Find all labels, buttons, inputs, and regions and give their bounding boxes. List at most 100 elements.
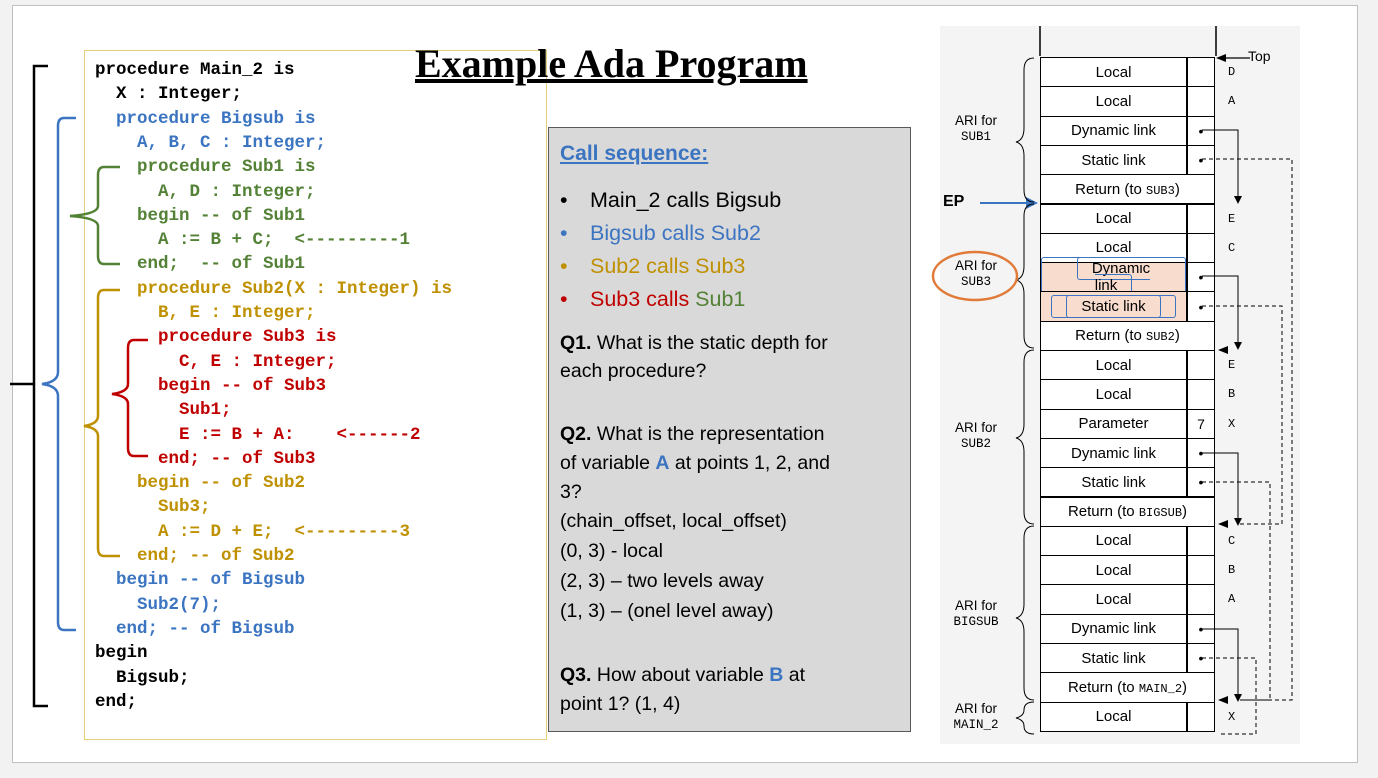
stack-cell-label: Local [1095, 210, 1132, 228]
stack-cell: Return (to BIGSUB) [1040, 496, 1215, 527]
stack-variable-label: A [1228, 592, 1236, 607]
stack-variable-label: D [1228, 65, 1236, 79]
stack-cell-value: • [1187, 262, 1215, 293]
stack-cell-label: Local [1095, 561, 1132, 579]
stack-cell-label: Local [1095, 385, 1132, 403]
stack-cell: Local [1040, 203, 1187, 234]
code-line: end; -- of Sub3 [95, 448, 316, 469]
stack-cell-label: Dynamic link [1070, 620, 1157, 638]
stack-variable-label: B [1228, 387, 1236, 402]
q2-line-2: of variable A at points 1, 2, and [560, 452, 830, 474]
code-line: end; -- of Bigsub [95, 618, 295, 639]
code-line: Bigsub; [95, 667, 190, 688]
stack-cell: Local [1040, 701, 1187, 732]
stack-cell: Static link [1040, 291, 1187, 322]
code-line: A, D : Integer; [95, 181, 316, 202]
stack-cell: Static link [1040, 144, 1187, 176]
stack-cell-value: • [1187, 643, 1215, 674]
code-line: E := B + A: <------2 [95, 424, 421, 445]
stack-cell-value [1187, 57, 1215, 88]
stack-variable-label: E [1228, 211, 1236, 226]
stack-cell: Parameter [1040, 408, 1187, 439]
stack-cell-label: Static link [1081, 649, 1146, 667]
stack-cell-label: Return (to MAIN_2) [1067, 678, 1188, 696]
stack-cell-label: Return (to SUB3) [1075, 180, 1180, 198]
code-line: begin -- of Sub1 [95, 205, 306, 226]
stack-cell-value: • [1187, 115, 1215, 146]
stack-cell-value [1187, 555, 1215, 586]
code-line: A := D + E; <---------3 [95, 521, 411, 542]
stack-cell-label: Local [1095, 63, 1132, 81]
q1-line-1: Q1. What is the static depth for [560, 332, 828, 354]
q3-line-1: Q3. How about variable B at [560, 664, 805, 686]
stack-cell: Static link [1040, 467, 1187, 498]
code-line: procedure Sub2(X : Integer) is [95, 278, 453, 299]
code-line: procedure Bigsub is [95, 108, 316, 129]
stack-cell-value [1187, 203, 1215, 234]
q3-line-2: point 1? (1, 4) [560, 693, 681, 715]
code-line: A := B + C; <---------1 [95, 230, 411, 251]
q1-line-2: each procedure? [560, 360, 707, 382]
q2-line-4: (chain_offset, local_offset) [560, 510, 787, 532]
stack-variable-label: X [1228, 416, 1236, 431]
stack-cell-label: Local [1095, 92, 1132, 110]
stack-cell-value [1187, 350, 1215, 381]
stack-cell-value [1187, 701, 1215, 732]
stack-cell-value: • [1187, 291, 1215, 322]
q2-line-6: (2, 3) – two levels away [560, 570, 764, 592]
stack-cell: Static link [1040, 643, 1187, 674]
stack-cell: Dynamic link [1040, 437, 1187, 469]
stack-cell-value [1187, 232, 1215, 264]
stack-cell: Return (to SUB2) [1040, 320, 1215, 351]
code-panel [84, 50, 547, 740]
stack-cell-value: • [1187, 437, 1215, 469]
stack-cell-value: • [1187, 144, 1215, 176]
stack-cell-label: Local [1095, 591, 1132, 609]
stack-variable-label: A [1228, 94, 1236, 109]
call-item-4: •Sub3 calls Sub1 [560, 287, 746, 311]
q2-line-3: 3? [560, 481, 582, 503]
stack-cell: Local [1040, 57, 1187, 88]
call-sequence-heading: Call sequence: [560, 142, 709, 165]
call-item-3: •Sub2 calls Sub3 [560, 254, 746, 278]
stack-cell-value [1187, 525, 1215, 557]
code-line: B, E : Integer; [95, 303, 316, 323]
code-line: Sub3; [95, 497, 211, 518]
q2-line-7: (1, 3) – (onel level away) [560, 600, 774, 622]
stack-cell-value: 7 [1187, 408, 1215, 439]
stack-cell-label: Parameter [1078, 415, 1149, 433]
q2-line-1: Q2. What is the representation [560, 423, 825, 445]
stack-cell-label: Dynamic link [1070, 444, 1157, 462]
code-line: begin [95, 643, 148, 664]
code-line: procedure Sub1 is [95, 157, 316, 178]
stack-variable-label: B [1228, 563, 1236, 578]
stack-cell-label: Static link [1051, 295, 1176, 319]
q2-line-5: (0, 3) - local [560, 540, 663, 562]
code-line: begin -- of Sub2 [95, 473, 306, 494]
code-line: begin -- of Sub3 [95, 375, 327, 396]
code-line: A, B, C : Integer; [95, 132, 327, 153]
stack-cell-label: Local [1095, 532, 1132, 550]
stack-variable-label: X [1228, 709, 1236, 724]
stack-cell: Local [1040, 379, 1187, 410]
stack-cell: Local [1040, 584, 1187, 615]
stack-cell-value [1187, 86, 1215, 117]
stack-cell-value [1187, 584, 1215, 615]
code-line: procedure Sub3 is [95, 327, 337, 348]
code-line: Sub1; [95, 400, 232, 421]
code-line: end; -- of Sub2 [95, 546, 295, 566]
stack-variable-label: E [1228, 358, 1236, 372]
stack-cell: Return (to SUB3) [1040, 174, 1215, 205]
code-line: procedure Main_2 is [95, 60, 295, 80]
stack-cell-value: • [1187, 613, 1215, 644]
code-line: Sub2(7); [95, 594, 222, 615]
code-line: end; [95, 691, 138, 712]
top-label: Top [1248, 48, 1271, 64]
stack-cell-label: Static link [1081, 473, 1146, 491]
stack-cell: Local [1040, 86, 1187, 117]
code-line: X : Integer; [95, 84, 243, 105]
stack-cell: Dynamic link [1040, 613, 1187, 644]
